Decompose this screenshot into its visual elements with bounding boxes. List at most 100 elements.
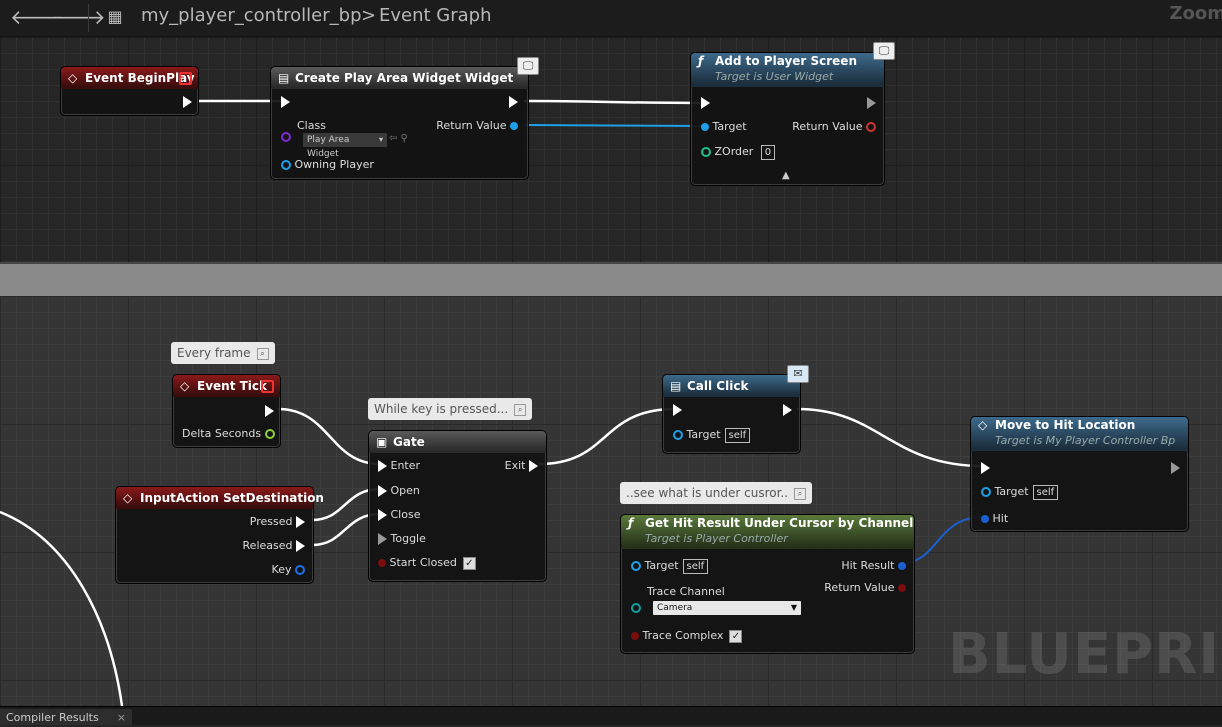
trace-complex-checkbox[interactable]: ✓ [729, 629, 743, 643]
monitor-icon: 🖵 [517, 57, 539, 75]
bottom-panel: Compiler Results× [0, 706, 1222, 725]
target-pin[interactable]: Target [701, 120, 747, 133]
comment-bubble-see-what[interactable]: ..see what is under cusror..⌕ [620, 482, 813, 504]
bool-pin-icon [898, 584, 906, 592]
hit-pin[interactable]: Hit [981, 512, 1008, 525]
node-subtitle: Target is User Widget [715, 70, 834, 83]
owning-player-pin[interactable]: Owning Player [281, 158, 374, 171]
return-value-pin[interactable]: Return Value [792, 120, 876, 133]
node-create-widget[interactable]: ▤ Create Play Area Widget Widget Class P… [270, 66, 529, 180]
pressed-pin[interactable]: Pressed [250, 515, 305, 528]
forward-arrow-icon[interactable]: 🡒 [52, 5, 106, 29]
delegate-pin-icon[interactable] [261, 380, 274, 393]
node-get-hit-result-under-cursor[interactable]: ƒ Get Hit Result Under Cursor by Channel… [620, 514, 915, 654]
exec-in-pin[interactable] [673, 403, 682, 416]
trace-channel-select[interactable]: Camera ▼ [653, 601, 801, 615]
node-event-tick[interactable]: ◇ Event Tick Delta Seconds [172, 374, 281, 448]
event-diamond-icon: ◇ [123, 491, 133, 505]
return-value-pin[interactable]: Return Value [824, 581, 906, 594]
enter-pin[interactable]: Enter [378, 459, 420, 472]
breadcrumb-asset[interactable]: my_player_controller_bp [141, 5, 362, 26]
toggle-pin[interactable]: Toggle [378, 532, 426, 545]
tab-compiler-results[interactable]: Compiler Results× [0, 709, 132, 725]
blueprint-watermark: BLUEPRINT [948, 622, 1222, 687]
key-pin[interactable]: Key [272, 563, 305, 576]
node-title: Event Tick [197, 379, 268, 393]
close-icon[interactable]: × [116, 711, 126, 724]
event-diamond-icon: ◇ [180, 379, 190, 393]
class-pin[interactable] [281, 120, 291, 142]
exec-out-pin[interactable] [509, 95, 518, 108]
browse-arrow-icon[interactable]: ⇦ ⚲ [389, 133, 408, 144]
delta-seconds-label: Delta Seconds [182, 427, 262, 440]
trace-channel-pin[interactable] [631, 585, 641, 613]
node-move-to-hit-location[interactable]: ◇ Move to Hit Location Target is My Play… [970, 416, 1189, 532]
bool-pin-icon [631, 632, 639, 640]
target-self-value[interactable]: self [682, 559, 709, 574]
return-value-pin[interactable]: Return Value [436, 119, 518, 132]
pin-icon[interactable]: ⌕ [256, 347, 269, 360]
hit-result-pin[interactable]: Hit Result [841, 559, 906, 572]
node-event-beginplay[interactable]: ◇ Event BeginPlay [60, 66, 199, 116]
comment-text: While key is pressed... [374, 402, 509, 416]
comment-box-header[interactable] [0, 262, 1222, 298]
node-title: Create Play Area Widget Widget [295, 71, 514, 85]
exec-out-pin[interactable] [265, 404, 274, 417]
object-pin-icon [631, 561, 641, 571]
target-self-value[interactable]: self [724, 428, 751, 443]
exec-out-pin[interactable] [1171, 461, 1180, 474]
zorder-input[interactable]: 0 [760, 145, 776, 160]
target-self-value[interactable]: self [1032, 485, 1059, 500]
close-pin[interactable]: Close [378, 508, 420, 521]
float-pin-icon [264, 429, 275, 439]
node-title: InputAction SetDestination [140, 491, 324, 505]
node-header: ƒ Get Hit Result Under Cursor by Channel… [621, 515, 914, 549]
hit-label: Hit [992, 512, 1009, 525]
node-add-to-player-screen[interactable]: ƒ Add to Player Screen Target is User Wi… [690, 52, 885, 186]
target-label: Target [994, 485, 1029, 498]
exec-in-pin[interactable] [701, 96, 710, 109]
chevron-down-icon: ▼ [790, 603, 797, 612]
delegate-pin-icon[interactable] [179, 72, 192, 85]
trace-channel-value: Camera [657, 603, 693, 613]
node-input-action-setdestination[interactable]: ◇ InputAction SetDestination Pressed Rel… [115, 486, 324, 584]
start-closed-pin[interactable]: Start Closed ✓ [378, 556, 476, 570]
exec-out-pin[interactable] [783, 403, 792, 416]
trace-complex-pin[interactable]: Trace Complex✓ [631, 629, 743, 643]
delta-seconds-pin[interactable]: Delta Seconds [182, 427, 275, 440]
released-pin[interactable]: Released [243, 539, 305, 552]
exec-out-pin[interactable] [183, 95, 192, 108]
start-closed-label: Start Closed [389, 556, 457, 569]
target-label: Target [712, 120, 747, 133]
object-pin-icon [981, 487, 991, 497]
comment-bubble-while-key[interactable]: While key is pressed... ⌕ [368, 398, 533, 420]
start-closed-checkbox[interactable]: ✓ [462, 556, 476, 570]
exec-out-pin[interactable] [867, 96, 876, 109]
node-header: ◇ Move to Hit Location Target is My Play… [971, 417, 1188, 451]
exit-pin[interactable]: Exit [505, 459, 538, 472]
node-header: ◇ InputAction SetDestination [116, 487, 324, 509]
zorder-pin[interactable]: ZOrder 0 [701, 145, 776, 160]
struct-pin-icon [898, 562, 906, 570]
pin-icon[interactable]: ⌕ [794, 487, 807, 500]
pin-icon[interactable]: ⌕ [514, 403, 527, 416]
class-select[interactable]: Play Area Widget ▾ [303, 133, 387, 159]
zoom-label: Zoom [1169, 3, 1222, 24]
expand-arrow-icon[interactable]: ▲ [782, 170, 790, 181]
node-subtitle: Target is Player Controller [645, 532, 788, 545]
breadcrumb-graph[interactable]: Event Graph [379, 5, 492, 26]
back-arrow-icon[interactable]: 🡐 [10, 5, 64, 29]
comment-bubble-every-frame[interactable]: Every frame⌕ [171, 342, 275, 364]
open-pin[interactable]: Open [378, 484, 420, 497]
message-envelope-icon: ✉ [787, 365, 809, 383]
exec-in-pin[interactable] [981, 461, 990, 474]
exec-in-pin[interactable] [281, 95, 290, 108]
return-value-label: Return Value [436, 119, 507, 132]
node-gate[interactable]: ▣ Gate Enter Exit Open Close Toggle Star… [368, 430, 547, 582]
graph-canvas-top[interactable] [0, 37, 1222, 262]
breadcrumb-separator: > [361, 5, 377, 26]
